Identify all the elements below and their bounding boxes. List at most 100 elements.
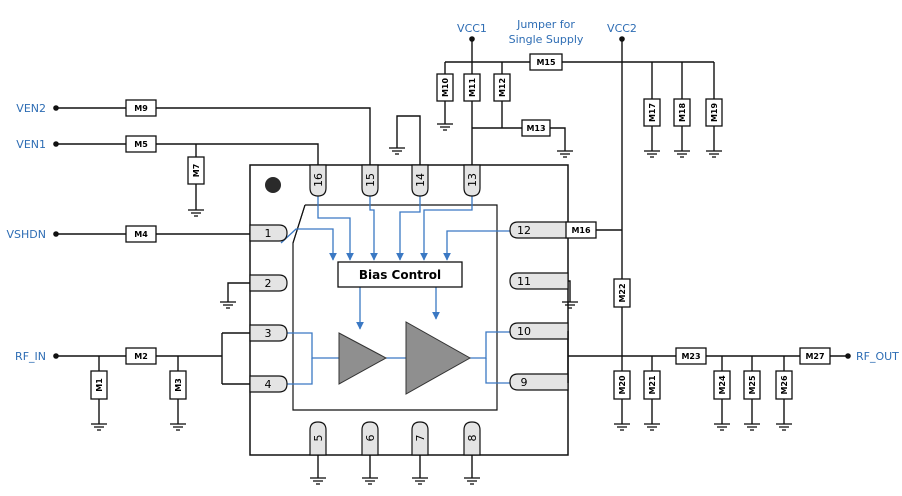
die-bevel bbox=[292, 204, 306, 244]
component-m4: M4 bbox=[125, 225, 157, 243]
svg-text:1: 1 bbox=[265, 227, 272, 240]
pin-13: 13 bbox=[463, 164, 481, 197]
amplifier-stage-2 bbox=[405, 321, 472, 395]
svg-text:M23: M23 bbox=[681, 352, 700, 361]
component-m19: M19 bbox=[705, 98, 723, 127]
svg-text:11: 11 bbox=[517, 275, 531, 288]
svg-text:2: 2 bbox=[265, 277, 272, 290]
svg-text:M18: M18 bbox=[678, 103, 687, 123]
net-label-rf-in: RF_IN bbox=[15, 350, 46, 363]
svg-text:10: 10 bbox=[517, 325, 531, 338]
component-m5: M5 bbox=[125, 135, 157, 153]
pin-7: 7 bbox=[411, 421, 429, 456]
external-wires bbox=[56, 39, 848, 478]
svg-text:M11: M11 bbox=[468, 78, 477, 98]
component-m23: M23 bbox=[675, 347, 707, 365]
ic-package bbox=[249, 164, 569, 456]
pin-4: 4 bbox=[249, 375, 288, 393]
component-m2: M2 bbox=[125, 347, 157, 365]
component-m11: M11 bbox=[463, 73, 481, 102]
pin-9: 9 bbox=[509, 373, 569, 391]
svg-text:7: 7 bbox=[414, 435, 427, 442]
svg-text:16: 16 bbox=[312, 173, 325, 187]
svg-text:M4: M4 bbox=[134, 230, 148, 239]
svg-text:M26: M26 bbox=[780, 375, 789, 395]
net-label-ven2: VEN2 bbox=[16, 102, 46, 115]
svg-text:9: 9 bbox=[521, 376, 528, 389]
component-m12: M12 bbox=[493, 73, 511, 102]
component-m21: M21 bbox=[643, 370, 661, 400]
svg-text:M22: M22 bbox=[618, 283, 627, 302]
pin-3: 3 bbox=[249, 324, 288, 342]
svg-text:M17: M17 bbox=[648, 103, 657, 122]
net-label-rf-out: RF_OUT bbox=[856, 350, 899, 363]
component-m26: M26 bbox=[775, 370, 793, 400]
component-m17: M17 bbox=[643, 98, 661, 127]
pin-10: 10 bbox=[509, 322, 569, 340]
svg-text:M27: M27 bbox=[805, 352, 824, 361]
pin-5: 5 bbox=[309, 421, 327, 456]
svg-text:M2: M2 bbox=[134, 352, 148, 361]
pin-6: 6 bbox=[361, 421, 379, 456]
svg-text:15: 15 bbox=[364, 173, 377, 187]
svg-text:8: 8 bbox=[466, 435, 479, 442]
svg-text:M10: M10 bbox=[441, 78, 450, 98]
pin-15: 15 bbox=[361, 164, 379, 197]
component-m3: M3 bbox=[169, 370, 187, 400]
component-m13: M13 bbox=[521, 119, 551, 137]
svg-text:5: 5 bbox=[312, 435, 325, 442]
net-label-vcc2: VCC2 bbox=[607, 22, 637, 35]
pin-8: 8 bbox=[463, 421, 481, 456]
component-m10: M10 bbox=[436, 73, 454, 102]
svg-text:M3: M3 bbox=[174, 378, 183, 392]
component-m27: M27 bbox=[799, 347, 831, 365]
svg-text:3: 3 bbox=[265, 327, 272, 340]
component-m25: M25 bbox=[743, 370, 761, 400]
component-m7: M7 bbox=[187, 156, 205, 185]
svg-text:M5: M5 bbox=[134, 140, 148, 149]
pin-2: 2 bbox=[249, 274, 288, 292]
pin-11: 11 bbox=[509, 272, 569, 290]
svg-text:M19: M19 bbox=[710, 103, 719, 123]
component-m18: M18 bbox=[673, 98, 691, 127]
svg-text:M25: M25 bbox=[748, 375, 757, 395]
svg-text:M13: M13 bbox=[526, 124, 545, 133]
jumper-note-line1: Jumper for bbox=[516, 18, 575, 31]
svg-text:13: 13 bbox=[466, 173, 479, 187]
net-label-ven1: VEN1 bbox=[16, 138, 46, 151]
pin-14: 14 bbox=[411, 164, 429, 197]
ground-symbols bbox=[91, 123, 792, 485]
svg-text:M15: M15 bbox=[536, 58, 556, 67]
bias-control-box bbox=[337, 261, 463, 288]
pin-1: 1 bbox=[249, 224, 288, 242]
bias-control-label: Bias Control bbox=[359, 268, 441, 282]
net-label-vcc1: VCC1 bbox=[457, 22, 487, 35]
svg-text:M24: M24 bbox=[718, 375, 727, 395]
svg-text:M20: M20 bbox=[618, 375, 627, 395]
component-m9: M9 bbox=[125, 99, 157, 117]
svg-text:6: 6 bbox=[364, 435, 377, 442]
component-m20: M20 bbox=[613, 370, 631, 400]
component-m22: M22 bbox=[613, 278, 631, 308]
svg-text:M7: M7 bbox=[192, 164, 201, 178]
svg-text:4: 4 bbox=[265, 378, 272, 391]
pin-16: 16 bbox=[309, 164, 327, 197]
component-m16: M16 bbox=[565, 221, 597, 239]
component-m1: M1 bbox=[90, 370, 108, 400]
internal-bias-wires bbox=[280, 193, 510, 385]
svg-text:14: 14 bbox=[414, 173, 427, 187]
net-label-vshdn: VSHDN bbox=[7, 228, 46, 241]
jumper-note-line2: Single Supply bbox=[509, 33, 584, 46]
svg-text:M9: M9 bbox=[134, 104, 148, 113]
pin1-marker bbox=[265, 177, 281, 193]
amplifier-stage-1 bbox=[338, 332, 388, 385]
svg-text:M21: M21 bbox=[648, 375, 657, 395]
pin-12: 12 bbox=[509, 221, 569, 239]
component-m15: M15 bbox=[529, 53, 563, 71]
svg-text:12: 12 bbox=[517, 224, 531, 237]
component-m24: M24 bbox=[713, 370, 731, 400]
terminal-dots bbox=[53, 36, 851, 359]
svg-text:M12: M12 bbox=[498, 78, 507, 97]
svg-text:M16: M16 bbox=[571, 226, 591, 235]
